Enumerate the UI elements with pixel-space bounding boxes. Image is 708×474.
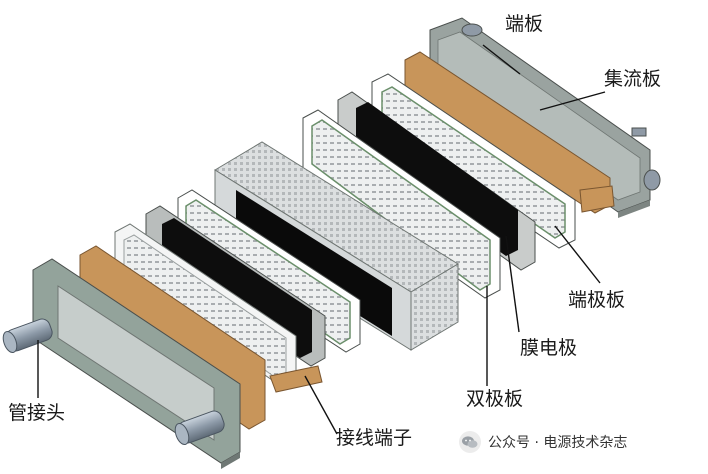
- label-bipolar-plate: 双极板: [466, 388, 524, 410]
- wechat-icon: [459, 431, 481, 453]
- label-end-plate: 端板: [505, 13, 544, 35]
- end-plate-bottom: [32, 258, 241, 469]
- pipe-connector-right: [174, 410, 225, 446]
- end-plate-top: [429, 17, 661, 218]
- label-mea: 膜电极: [520, 337, 578, 359]
- label-current-collector: 集流板: [604, 68, 662, 90]
- watermark: 公众号 · 电源技术杂志: [458, 429, 627, 455]
- label-pipe-connector: 管接头: [8, 402, 66, 424]
- label-end-bipolar-plate: 端极板: [568, 289, 626, 311]
- label-terminal: 接线端子: [336, 427, 413, 449]
- leader-lines: [37, 44, 606, 435]
- watermark-text: 公众号 · 电源技术杂志: [488, 435, 628, 451]
- pipe-connector-left: [2, 318, 53, 354]
